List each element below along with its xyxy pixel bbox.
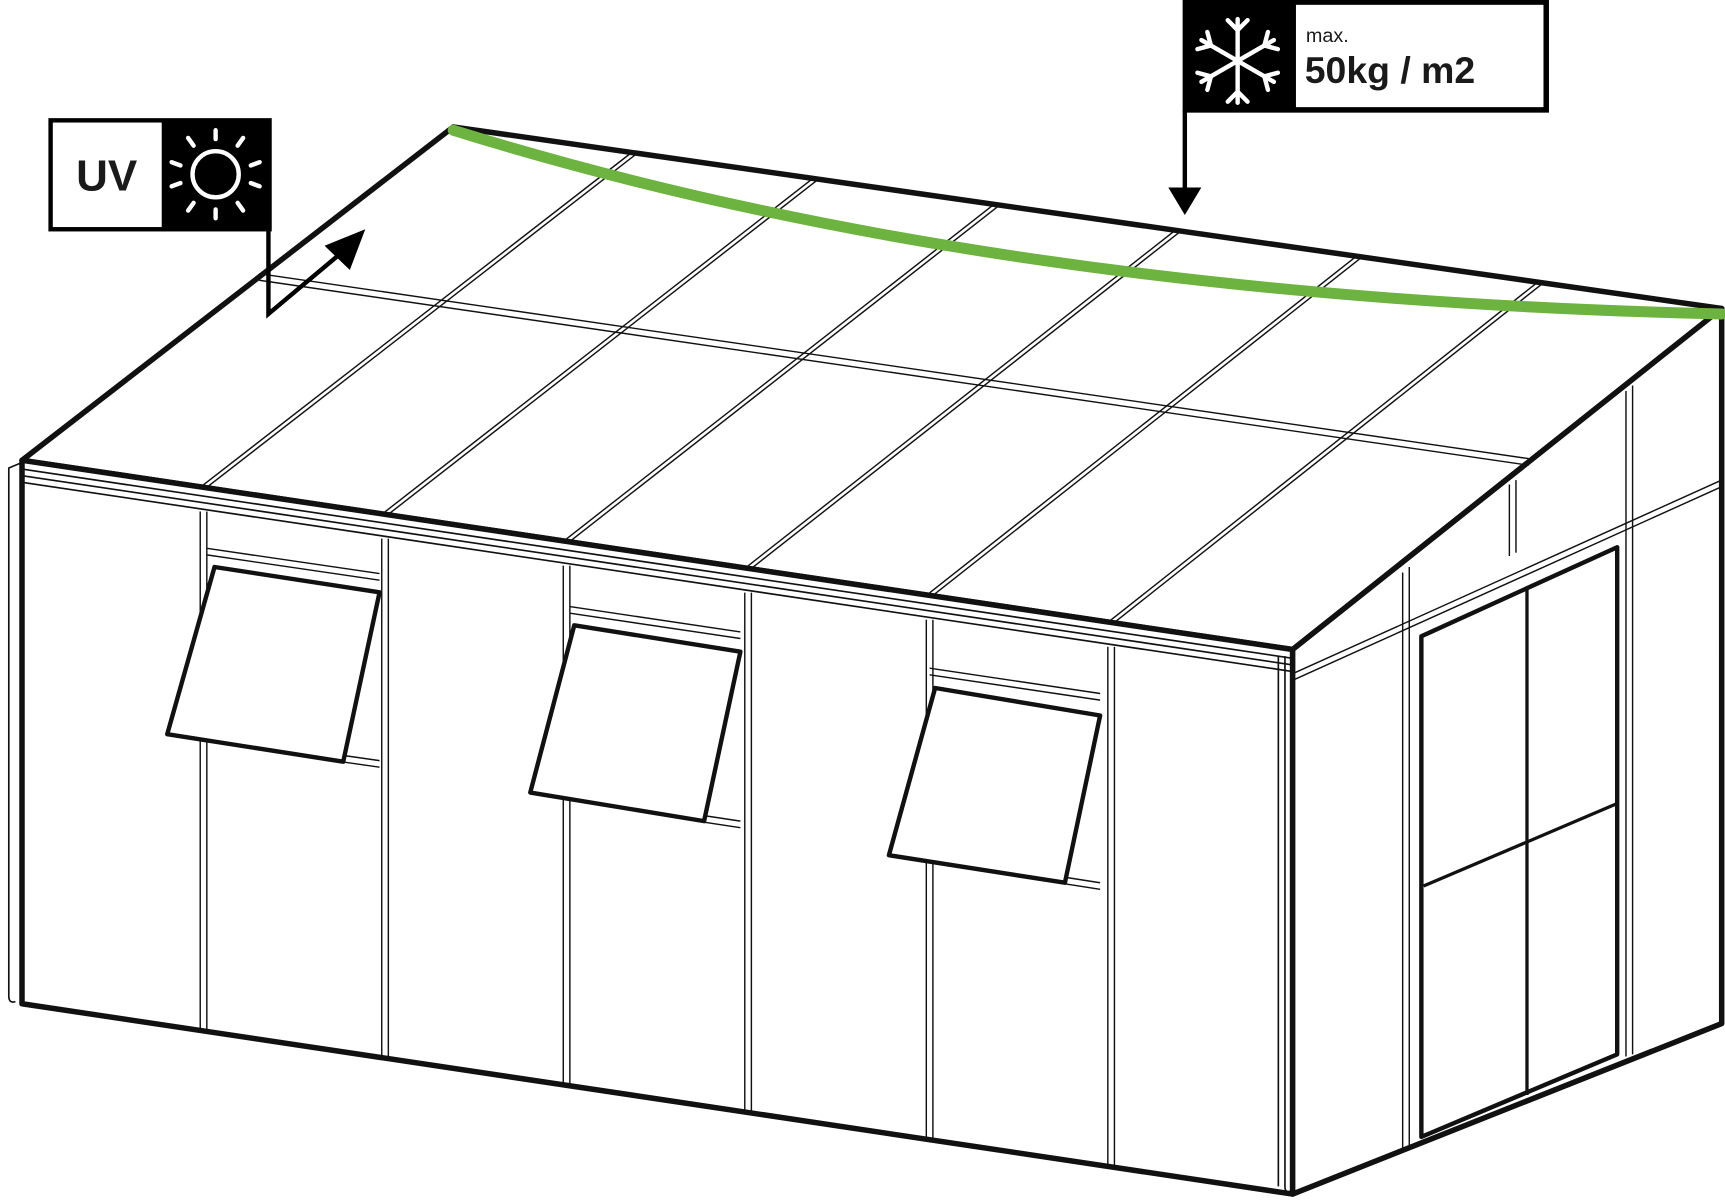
roof-grid — [199, 152, 1545, 624]
roof-purlin — [259, 279, 1529, 466]
roof-rafter — [932, 256, 1364, 597]
roof-purlin — [259, 272, 1529, 460]
window-2 — [528, 623, 743, 824]
roof-rafter — [562, 204, 995, 542]
uv-text: UV — [76, 152, 138, 201]
snow-label: max. 50kg / m2 — [1168, 0, 1549, 215]
snow-load-curve — [447, 124, 1725, 320]
uv-arrow — [266, 227, 345, 319]
roof-rafter — [1107, 281, 1538, 624]
roof-rafter — [387, 178, 820, 515]
uv-label: UV — [48, 118, 366, 319]
roof-rafter — [199, 152, 632, 488]
side-wall — [1289, 305, 1725, 1197]
window-frames — [206, 547, 1101, 891]
snow-max-text: max. — [1306, 25, 1349, 47]
snowflake-icon — [1196, 16, 1278, 103]
roof-rafter — [744, 230, 1176, 569]
side-wall-frame — [1292, 385, 1722, 1151]
snow-load-value: 50kg / m2 — [1305, 49, 1475, 91]
door — [1419, 544, 1620, 1140]
sun-icon — [169, 128, 262, 221]
gutter — [7, 461, 1293, 1193]
window-3 — [886, 685, 1103, 885]
uv-arrowhead — [324, 229, 366, 270]
roof-rafter — [206, 152, 639, 488]
roof-rafter — [569, 204, 1001, 542]
snow-arrowhead — [1168, 187, 1202, 215]
roof-rafter — [381, 178, 813, 515]
roof-rafter — [1113, 281, 1545, 624]
roof-rafter — [925, 256, 1357, 597]
window-1 — [165, 564, 382, 764]
roof-rafter — [750, 230, 1182, 569]
